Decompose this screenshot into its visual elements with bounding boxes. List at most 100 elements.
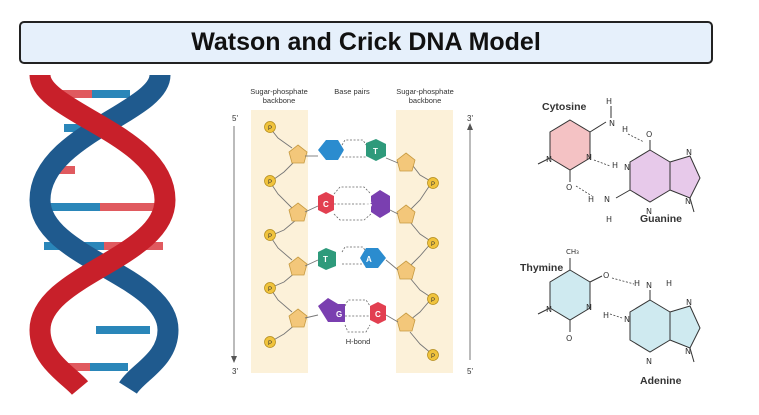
base-pair-1: A T	[318, 139, 386, 161]
double-helix-illustration	[29, 72, 179, 396]
hydrogen-bonds	[333, 139, 372, 333]
phosphate-group: P	[264, 229, 276, 241]
svg-text:H: H	[634, 279, 640, 288]
red-strand	[29, 72, 176, 396]
svg-text:T: T	[373, 147, 378, 156]
right-bottom-end-label: 5'	[467, 367, 473, 376]
svg-text:N: N	[624, 163, 630, 172]
svg-text:P: P	[268, 126, 272, 132]
svg-text:N: N	[685, 347, 691, 356]
svg-text:P: P	[431, 298, 435, 304]
svg-text:G: G	[366, 200, 372, 209]
svg-text:H: H	[606, 97, 612, 106]
svg-text:O: O	[603, 271, 609, 280]
adenine-ring	[629, 299, 671, 353]
title-banner: Watson and Crick DNA Model	[19, 21, 713, 64]
phosphate-group: P	[427, 177, 439, 189]
hbond-label: H-bond	[346, 337, 371, 346]
sugar-pentagon	[396, 260, 416, 280]
svg-text:H: H	[588, 195, 594, 204]
svg-text:N: N	[604, 195, 610, 204]
base-pair-2: C G	[318, 190, 390, 218]
svg-text:N: N	[586, 153, 592, 162]
phosphate-group: P	[427, 293, 439, 305]
svg-text:N: N	[685, 197, 691, 206]
svg-text:P: P	[268, 234, 272, 240]
left-phosphates: P P P P P	[264, 121, 276, 348]
right-top-end-label: 3'	[467, 114, 473, 123]
left-direction-arrow	[231, 126, 237, 363]
svg-text:O: O	[646, 130, 652, 139]
svg-text:N: N	[646, 357, 652, 366]
cytosine-ring	[549, 119, 591, 171]
base-pair-bonds	[304, 155, 399, 323]
cg-hydrogen-bonds	[575, 133, 645, 197]
right-sugars	[396, 152, 416, 332]
adenine-base	[318, 140, 344, 160]
svg-text:N: N	[624, 315, 630, 324]
svg-text:A: A	[366, 255, 372, 264]
guanine-base	[318, 298, 345, 322]
cytosine-label: Cytosine	[542, 101, 587, 113]
svg-text:N: N	[586, 303, 592, 312]
ta-hydrogen-bonds	[609, 277, 635, 319]
phosphate-group: P	[264, 175, 276, 187]
sugar-pentagon	[396, 312, 416, 332]
svg-text:P: P	[268, 180, 272, 186]
sugar-pentagon	[288, 256, 308, 276]
svg-text:T: T	[323, 255, 328, 264]
svg-text:G: G	[336, 310, 342, 319]
right-backbone-band	[396, 110, 453, 373]
base-pairs-label: Base pairs	[334, 87, 370, 96]
page-title: Watson and Crick DNA Model	[191, 28, 541, 56]
svg-text:P: P	[431, 182, 435, 188]
methyl-group-label: CH₃	[566, 248, 579, 256]
right-direction-arrow	[467, 123, 473, 360]
adenine-base	[360, 248, 386, 268]
left-bottom-end-label: 3'	[232, 367, 238, 376]
thymine-ring	[549, 269, 591, 321]
guanine-base	[371, 190, 390, 218]
svg-text:P: P	[268, 287, 272, 293]
svg-text:N: N	[686, 148, 692, 157]
phosphate-group: P	[264, 282, 276, 294]
svg-text:O: O	[566, 334, 572, 343]
phosphate-group: P	[264, 121, 276, 133]
phosphate-group: P	[427, 237, 439, 249]
thymine-adenine-structure: Thymine CH₃ O N H O N N H H N N N N Aden…	[520, 248, 701, 387]
svg-text:C: C	[375, 310, 381, 319]
base-pair-3: T A	[318, 248, 386, 270]
svg-text:P: P	[268, 341, 272, 347]
svg-text:A: A	[342, 148, 348, 157]
svg-text:N: N	[609, 119, 615, 128]
svg-text:N: N	[546, 305, 552, 314]
guanine-label: Guanine	[640, 213, 682, 225]
svg-text:H: H	[666, 279, 672, 288]
left-sugars	[288, 144, 308, 328]
cytosine-base	[370, 302, 386, 324]
sugar-pentagon	[288, 202, 308, 222]
svg-text:P: P	[431, 242, 435, 248]
adenine-imidazole-ring	[669, 305, 701, 349]
svg-text:N: N	[686, 298, 692, 307]
thymine-base	[366, 139, 386, 161]
svg-text:H: H	[622, 125, 628, 134]
svg-text:O: O	[566, 183, 572, 192]
svg-text:N: N	[546, 155, 552, 164]
right-backbone-links	[409, 161, 433, 355]
sugar-pentagon	[396, 204, 416, 224]
phosphate-group: P	[427, 349, 439, 361]
svg-text:H: H	[603, 311, 609, 320]
base-pair-4: G C	[318, 298, 386, 324]
thymine-label: Thymine	[520, 262, 563, 274]
svg-text:C: C	[323, 200, 329, 209]
sugar-pentagon	[288, 308, 308, 328]
guanine-ring	[629, 149, 671, 203]
svg-text:H: H	[606, 215, 612, 224]
left-top-end-label: 5'	[232, 114, 238, 123]
cytosine-guanine-structure: Cytosine N H H N O N O N H N H H N N N G…	[537, 97, 701, 225]
